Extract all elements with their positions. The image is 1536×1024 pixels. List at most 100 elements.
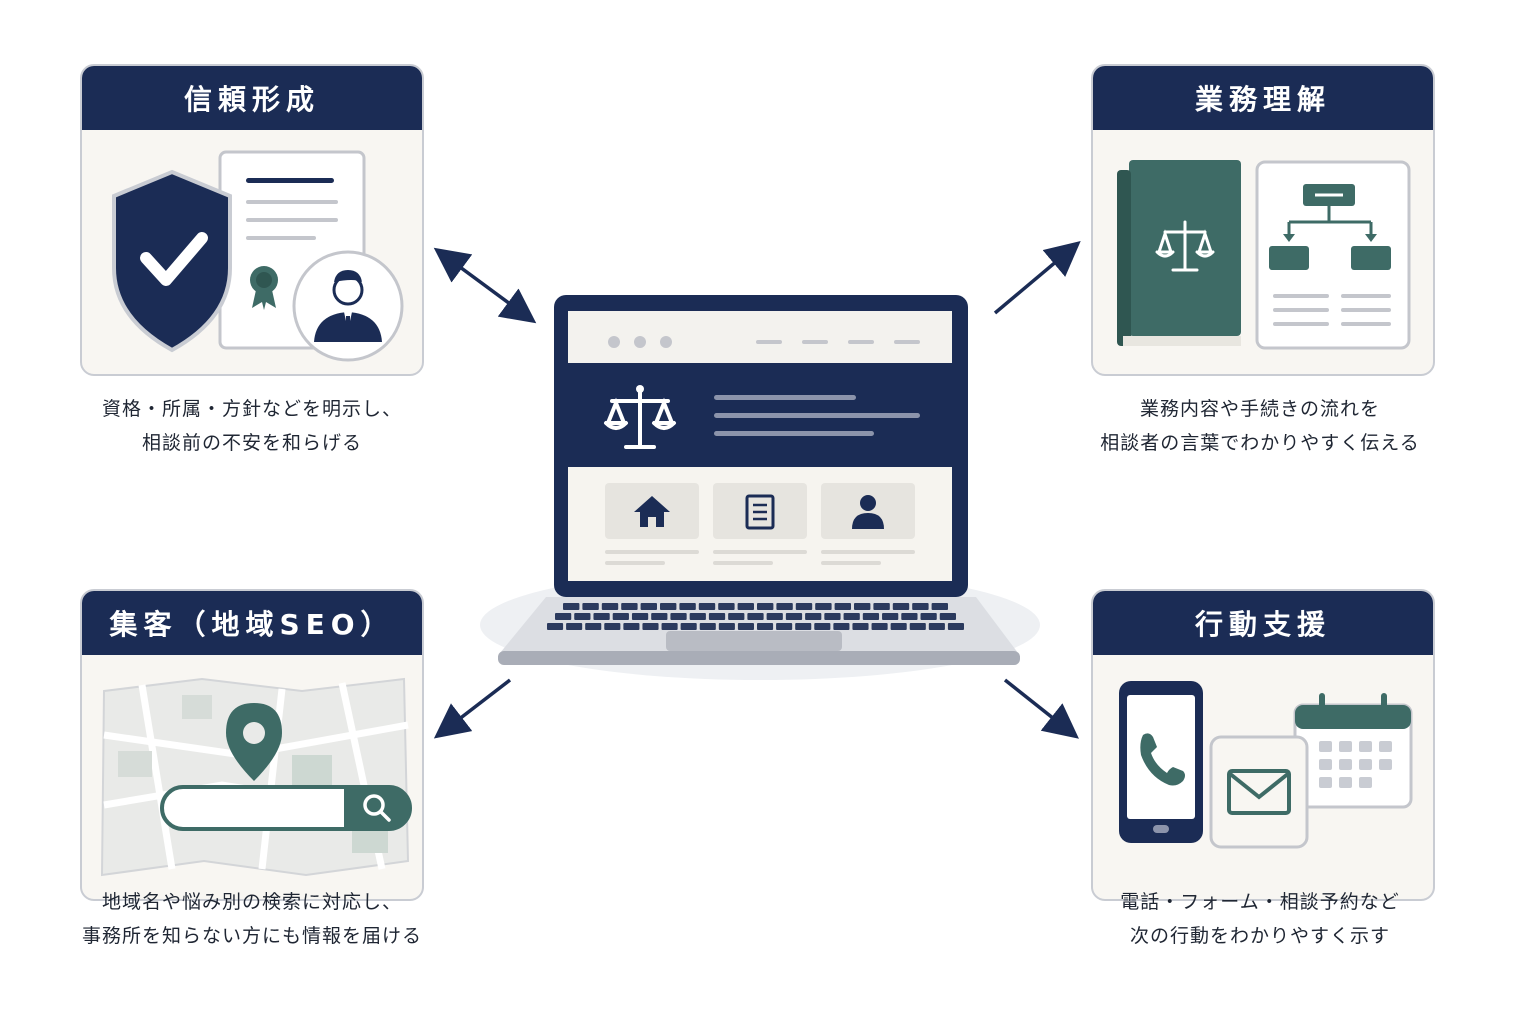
keyboard-key	[718, 603, 735, 610]
keyboard-key	[824, 613, 841, 620]
arrow-understanding	[993, 240, 1081, 315]
shield-check-icon	[112, 169, 232, 353]
keyboard-key	[795, 623, 812, 630]
keyboard-key	[785, 613, 803, 620]
trust-illustration	[112, 150, 404, 362]
keyboard-key	[718, 623, 735, 630]
caption-seo-line-1: 地域名や悩み別の検索に対応し、	[101, 891, 402, 913]
laptop-illustration	[480, 295, 1040, 680]
keyboard-key	[593, 613, 610, 620]
caption-trust-line-1: 資格・所属・方針などを明示し、	[101, 398, 402, 420]
keyboard-key	[852, 623, 869, 630]
keyboard-key	[604, 623, 621, 630]
keyboard-key	[728, 613, 745, 620]
caption-understanding-line-2: 相談者の言葉でわかりやすく伝える	[1100, 432, 1420, 454]
keyboard-key	[631, 613, 649, 620]
seal-icon	[250, 266, 278, 310]
keyboard-key	[737, 623, 754, 630]
keyboard-key	[776, 623, 793, 630]
caption-understanding-line-1: 業務内容や手続きの流れを	[1139, 398, 1380, 420]
keyboard-key	[642, 623, 659, 630]
keyboard-key	[757, 623, 774, 630]
keyboard-key	[621, 603, 638, 610]
keyboard-key	[582, 603, 599, 610]
keyboard-key	[892, 603, 910, 610]
keyboard-key	[563, 603, 580, 610]
keyboard-key	[873, 603, 890, 610]
keyboard-key	[814, 623, 831, 630]
keyboard-key	[585, 623, 602, 630]
keyboard-key	[566, 623, 583, 630]
keyboard-key	[766, 613, 783, 620]
keyboard-key	[833, 623, 850, 630]
scales-of-justice-icon	[604, 387, 676, 449]
keyboard-key	[698, 603, 716, 610]
keyboard-key	[931, 603, 948, 610]
card-seo: 集客（地域SEO）	[80, 589, 424, 901]
keyboard-key	[612, 613, 629, 620]
card-title-understanding: 業務理解	[1093, 66, 1433, 130]
keyboard-key	[928, 623, 945, 630]
keyboard-key	[939, 613, 956, 620]
card-title-seo: 集客（地域SEO）	[82, 591, 422, 655]
phone-icon	[1119, 681, 1203, 843]
arrow-action	[1003, 678, 1079, 739]
keyboard-key	[815, 603, 832, 610]
keyboard-key	[679, 603, 696, 610]
keyboard-key	[776, 603, 793, 610]
caption-action: 電話・フォーム・相談予約など 次の行動をわかりやすく示す	[1050, 885, 1470, 953]
card-understanding: 業務理解	[1091, 64, 1435, 376]
action-illustration	[1119, 681, 1413, 849]
lawyer-avatar-icon	[292, 250, 404, 362]
keyboard-key	[843, 613, 860, 620]
document-icon	[745, 494, 775, 530]
arrow-seo	[433, 678, 512, 739]
mail-icon	[1209, 735, 1309, 849]
caption-seo-line-2: 事務所を知らない方にも情報を届ける	[81, 925, 422, 947]
keyboard-key	[882, 613, 899, 620]
keyboard-key	[805, 613, 822, 620]
keyboard-key	[912, 603, 929, 610]
keyboard-key	[909, 623, 926, 630]
keyboard-key	[901, 613, 918, 620]
keyboard-key	[871, 623, 888, 630]
keyboard-key	[834, 603, 851, 610]
keyboard-key	[862, 613, 880, 620]
arrow-trust	[433, 247, 537, 324]
caption-understanding: 業務内容や手続きの流れを 相談者の言葉でわかりやすく伝える	[1050, 392, 1470, 460]
caption-seo: 地域名や悩み別の検索に対応し、 事務所を知らない方にも情報を届ける	[42, 885, 462, 953]
keyboard-key	[660, 603, 677, 610]
keyboard-key	[680, 623, 697, 630]
card-trust: 信頼形成	[80, 64, 424, 376]
understanding-illustration	[1117, 160, 1411, 350]
person-icon	[852, 495, 884, 529]
keyboard-key	[547, 623, 564, 630]
keyboard-key	[747, 613, 764, 620]
calendar-icon	[1293, 693, 1413, 809]
law-book-icon	[1117, 160, 1241, 346]
keyboard-key	[854, 603, 871, 610]
keyboard-key	[708, 613, 726, 620]
caption-action-line-2: 次の行動をわかりやすく示す	[1129, 925, 1390, 947]
keyboard-key	[623, 623, 640, 630]
seo-illustration	[100, 677, 412, 877]
home-icon	[634, 496, 670, 527]
keyboard-key	[890, 623, 907, 630]
keyboard-key	[651, 613, 668, 620]
keyboard-key	[689, 613, 706, 620]
keyboard-key	[795, 603, 813, 610]
card-title-action: 行動支援	[1093, 591, 1433, 655]
card-title-trust: 信頼形成	[82, 66, 422, 130]
keyboard-key	[555, 613, 572, 620]
keyboard-key	[737, 603, 754, 610]
flowchart-icon	[1255, 160, 1411, 350]
caption-trust-line-2: 相談前の不安を和らげる	[141, 432, 362, 454]
keyboard-key	[661, 623, 678, 630]
keyboard-key	[640, 603, 657, 610]
caption-trust: 資格・所属・方針などを明示し、 相談前の不安を和らげる	[42, 392, 462, 460]
keyboard-key	[601, 603, 619, 610]
card-action: 行動支援	[1091, 589, 1435, 901]
keyboard-key	[670, 613, 687, 620]
search-bar	[160, 785, 412, 831]
